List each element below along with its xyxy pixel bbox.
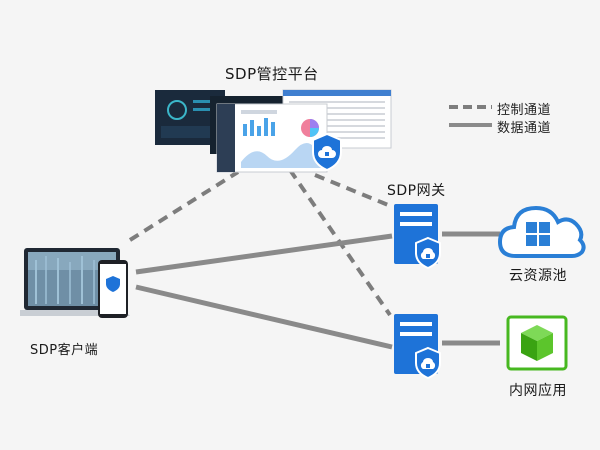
legend-data-label: 数据通道	[497, 121, 552, 136]
gateway-server-icon	[390, 310, 444, 386]
client-label: SDP客户端	[30, 343, 99, 358]
control-link-client-platform	[128, 170, 240, 242]
management-platform-label: SDP管控平台	[225, 65, 319, 83]
intranet-application-label: 内网应用	[509, 383, 567, 399]
management-platform-icon	[155, 88, 395, 180]
intranet-application-icon	[506, 315, 568, 377]
legend-control-label: 控制通道	[497, 103, 552, 118]
cloud-resource-pool-icon	[496, 200, 588, 266]
data-link-client-gateway1	[135, 233, 393, 275]
control-link-platform-gateway1	[314, 173, 394, 209]
cloud-resource-pool-label: 云资源池	[509, 268, 567, 284]
data-link-client-gateway2	[135, 284, 393, 350]
client-laptop-phone-icon	[18, 246, 140, 330]
gateway-server-icon	[390, 200, 444, 276]
gateway-label: SDP网关	[387, 183, 446, 199]
